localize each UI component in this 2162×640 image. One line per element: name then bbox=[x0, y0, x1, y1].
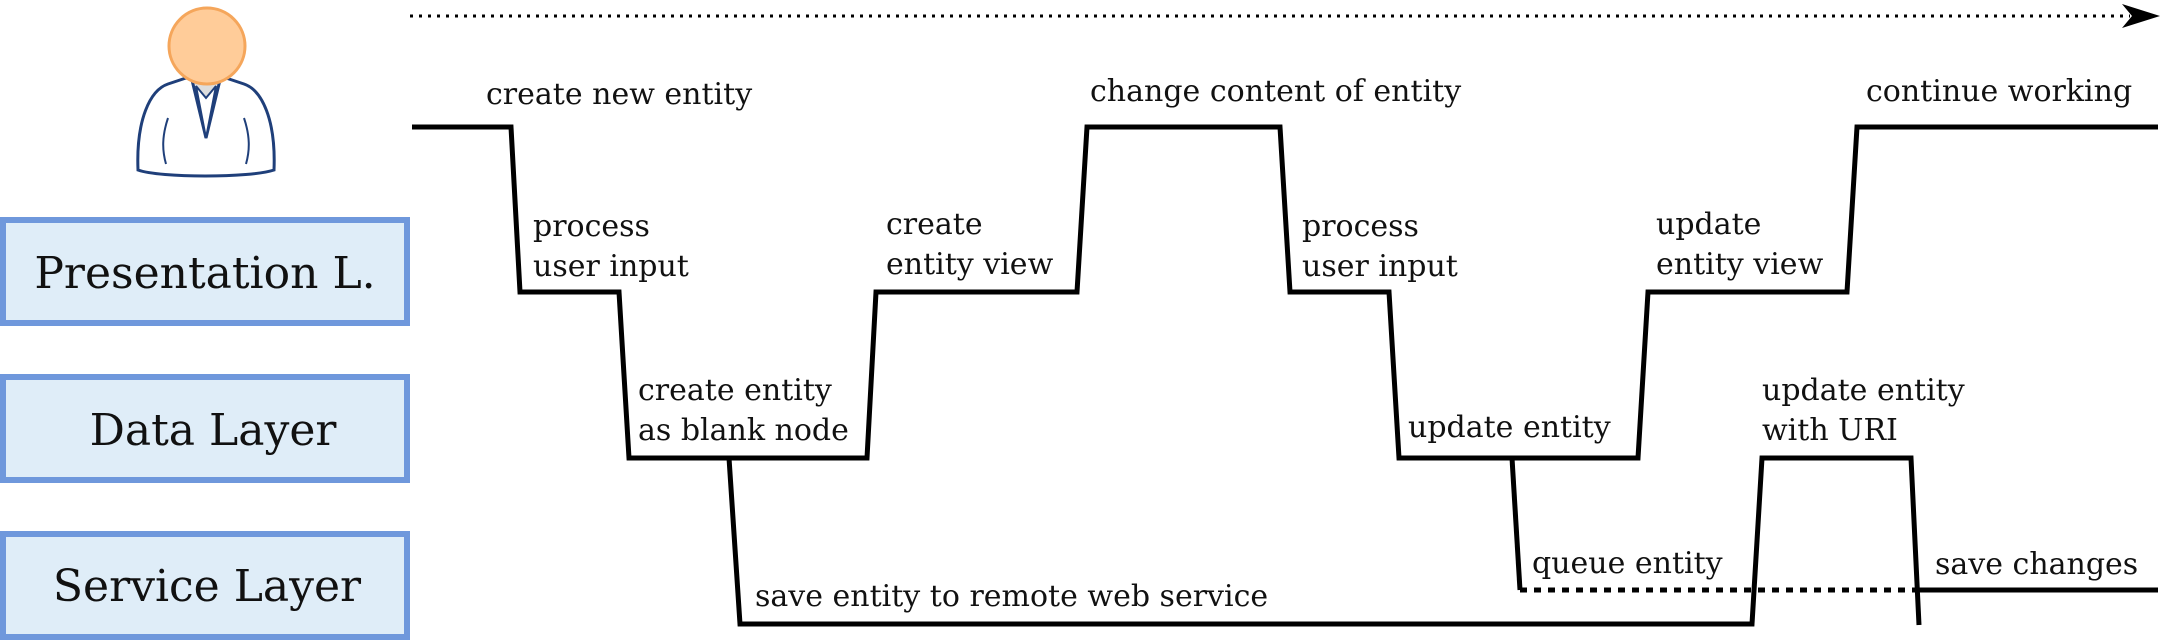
time-arrow bbox=[410, 4, 2160, 28]
step-create-new-entity: create new entity bbox=[486, 77, 752, 112]
step-continue-working: continue working bbox=[1866, 74, 2132, 109]
step-update-entity-uri-line1: update entity bbox=[1762, 373, 1965, 408]
lane-service: Service Layer bbox=[0, 531, 410, 640]
step-update-entity: update entity bbox=[1408, 410, 1611, 445]
step-change-content: change content of entity bbox=[1090, 74, 1461, 109]
step-create-entity-view-line1: create bbox=[886, 207, 983, 242]
step-update-entity-view-line1: update bbox=[1656, 207, 1761, 242]
lane-presentation: Presentation L. bbox=[0, 217, 410, 326]
arrow-right-icon bbox=[2122, 4, 2160, 28]
step-queue-entity: queue entity bbox=[1532, 546, 1723, 581]
step-save-changes: save changes bbox=[1935, 547, 2138, 582]
step-update-entity-view-line2: entity view bbox=[1656, 247, 1824, 282]
lane-service-label: Service Layer bbox=[53, 561, 362, 612]
user-icon bbox=[136, 6, 276, 178]
step-process-user-input-2-line1: process bbox=[1302, 209, 1419, 244]
lane-data-label: Data Layer bbox=[90, 405, 338, 456]
step-create-entity-view-line2: entity view bbox=[886, 247, 1054, 282]
lane-data: Data Layer bbox=[0, 374, 410, 483]
step-process-user-input-2-line2: user input bbox=[1302, 249, 1458, 284]
step-save-entity-remote: save entity to remote web service bbox=[755, 579, 1268, 614]
step-process-user-input-1-line1: process bbox=[533, 209, 650, 244]
step-create-entity-blank-line1: create entity bbox=[638, 373, 832, 408]
step-create-entity-blank-line2: as blank node bbox=[638, 413, 849, 448]
queue-flow-line bbox=[1509, 457, 1523, 591]
step-process-user-input-1-line2: user input bbox=[533, 249, 689, 284]
lane-presentation-label: Presentation L. bbox=[34, 248, 375, 299]
presentation-flow-line bbox=[729, 124, 2158, 461]
step-update-entity-uri-line2: with URI bbox=[1762, 413, 1898, 448]
